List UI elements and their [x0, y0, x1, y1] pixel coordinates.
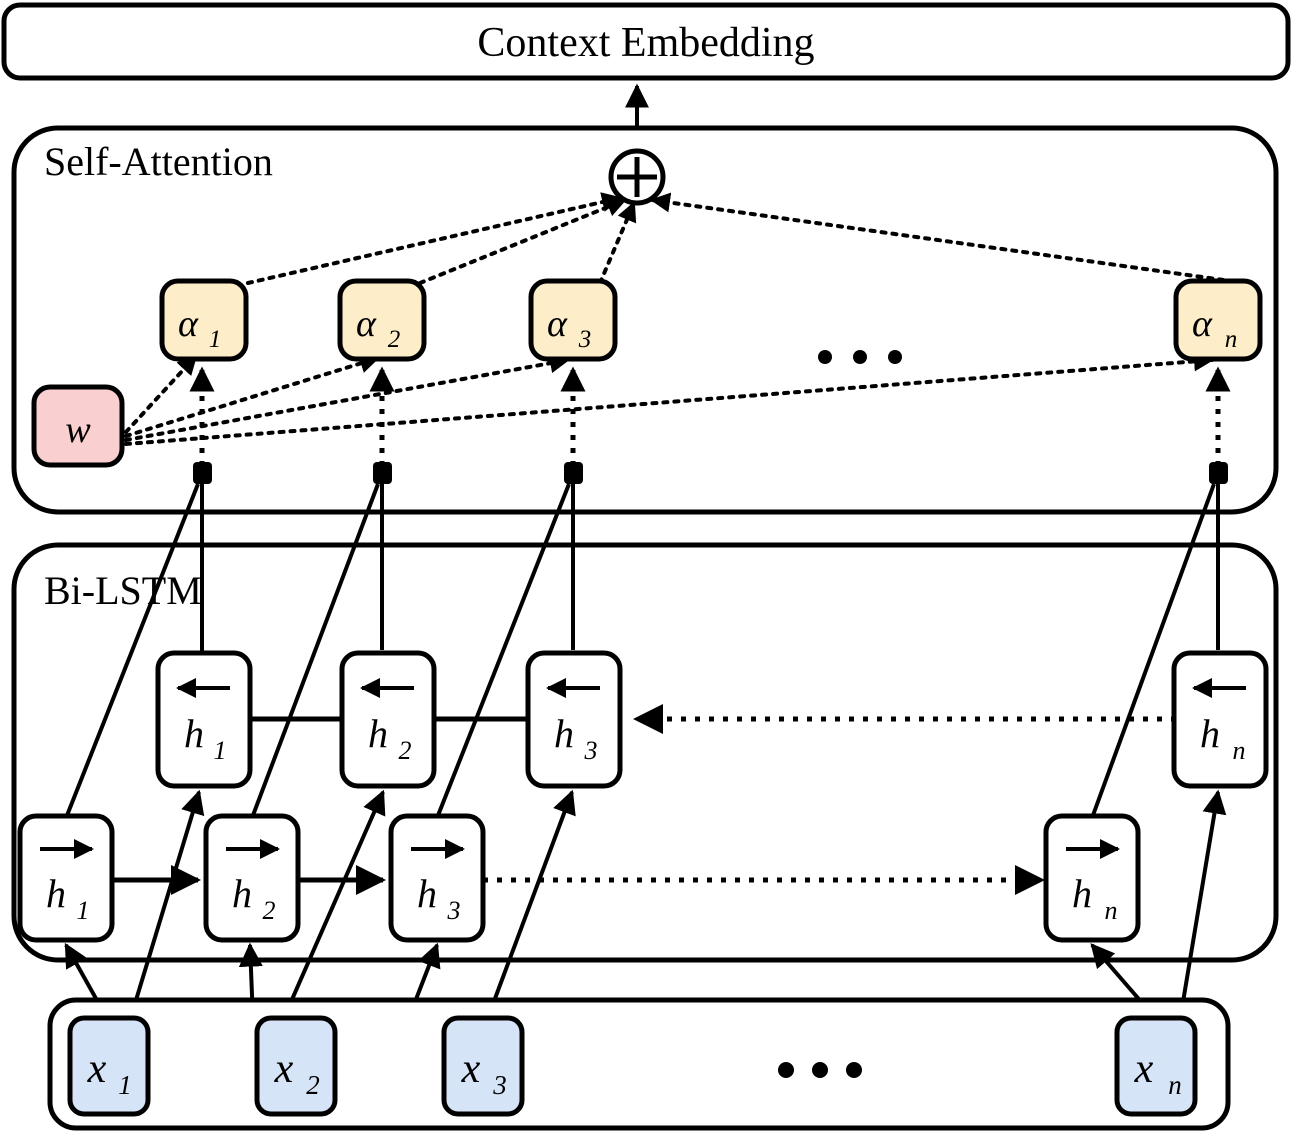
alpha-node-n: α n — [1173, 278, 1263, 362]
context-embedding-box — [1, 2, 1291, 81]
bilstm-box — [11, 542, 1279, 963]
alpha-sub-2: 2 — [388, 326, 401, 353]
forward-hidden-sub-n: n — [1105, 896, 1118, 925]
forward-hidden-label-2: h — [232, 871, 252, 916]
context-embedding-label: Context Embedding — [477, 20, 814, 66]
input-node-1: x 1 — [67, 1015, 151, 1117]
junction-to-alpha-edges — [189, 366, 1231, 466]
input-node-2: x 2 — [254, 1015, 338, 1117]
sum-node — [608, 148, 666, 206]
alpha-label-n: α — [1192, 303, 1213, 345]
forward-hidden-label-1: h — [46, 871, 66, 916]
forward-hidden-sub-2: 2 — [263, 896, 276, 925]
backward-hidden-3: h 3 — [525, 650, 623, 789]
backward-hidden-label-2: h — [368, 711, 388, 756]
alpha-label-3: α — [547, 303, 568, 345]
input-container — [47, 997, 1231, 1131]
alpha-node-3: α 3 — [528, 278, 618, 362]
forward-hidden-label-3: h — [417, 871, 437, 916]
self-attention-box — [11, 125, 1279, 515]
input-label-2: x — [274, 1046, 294, 1092]
attention-weight-box — [31, 384, 125, 468]
alpha-sub-3: 3 — [578, 326, 592, 353]
alpha-sub-n: n — [1225, 326, 1238, 353]
backward-hidden-1: h 1 — [155, 650, 253, 789]
input-box — [47, 997, 1231, 1131]
input-label-3: x — [461, 1046, 481, 1092]
self-attention-container: Self-Attention — [11, 125, 1279, 515]
backward-hidden-label-1: h — [184, 711, 204, 756]
alpha-to-sum-edges — [246, 192, 1247, 285]
forward-hidden-2: h 2 — [203, 813, 301, 943]
bilstm-label: Bi-LSTM — [44, 568, 202, 613]
alpha-node-2: α 2 — [337, 278, 427, 362]
input-label-1: x — [87, 1046, 107, 1092]
backward-hidden-sub-2: 2 — [399, 736, 412, 765]
forward-hidden-n: h n — [1043, 813, 1141, 943]
input-sub-1: 1 — [118, 1070, 132, 1100]
input-sub-n: n — [1168, 1070, 1182, 1100]
input-sub-2: 2 — [306, 1070, 320, 1100]
forward-hidden-3: h 3 — [388, 813, 486, 943]
hidden-to-junction-edges — [64, 483, 1220, 819]
forward-hidden-1: h 1 — [17, 813, 115, 943]
w-to-alpha-edges — [124, 351, 1214, 446]
alpha-label-2: α — [356, 303, 377, 345]
input-label-n: x — [1134, 1046, 1154, 1092]
backward-hidden-2: h 2 — [339, 650, 437, 789]
alpha-node-1: α 1 — [159, 278, 249, 362]
backward-hidden-n: h n — [1171, 650, 1269, 789]
input-to-backward-edges — [128, 789, 1227, 1021]
concat-junctions — [193, 462, 1228, 484]
alpha-ellipsis — [818, 350, 902, 364]
attention-weight-label: w — [65, 409, 91, 451]
bilstm-container: Bi-LSTM — [11, 542, 1279, 963]
attention-weight-node: w — [31, 384, 125, 468]
forward-hidden-label-n: h — [1072, 871, 1092, 916]
forward-hidden-sub-1: 1 — [77, 896, 90, 925]
self-attention-label: Self-Attention — [44, 139, 273, 184]
backward-hidden-sub-3: 3 — [584, 736, 598, 765]
context-embedding-container: Context Embedding — [1, 2, 1291, 81]
input-sub-3: 3 — [492, 1070, 507, 1100]
alpha-label-1: α — [178, 303, 199, 345]
backward-hidden-label-3: h — [554, 711, 574, 756]
backward-hidden-label-n: h — [1200, 711, 1220, 756]
backward-hidden-sub-n: n — [1233, 736, 1246, 765]
input-node-n: x n — [1114, 1015, 1198, 1117]
input-node-3: x 3 — [441, 1015, 525, 1117]
alpha-sub-1: 1 — [209, 326, 222, 353]
input-ellipsis — [778, 1062, 862, 1078]
backward-hidden-sub-1: 1 — [214, 736, 227, 765]
forward-hidden-sub-3: 3 — [447, 896, 461, 925]
